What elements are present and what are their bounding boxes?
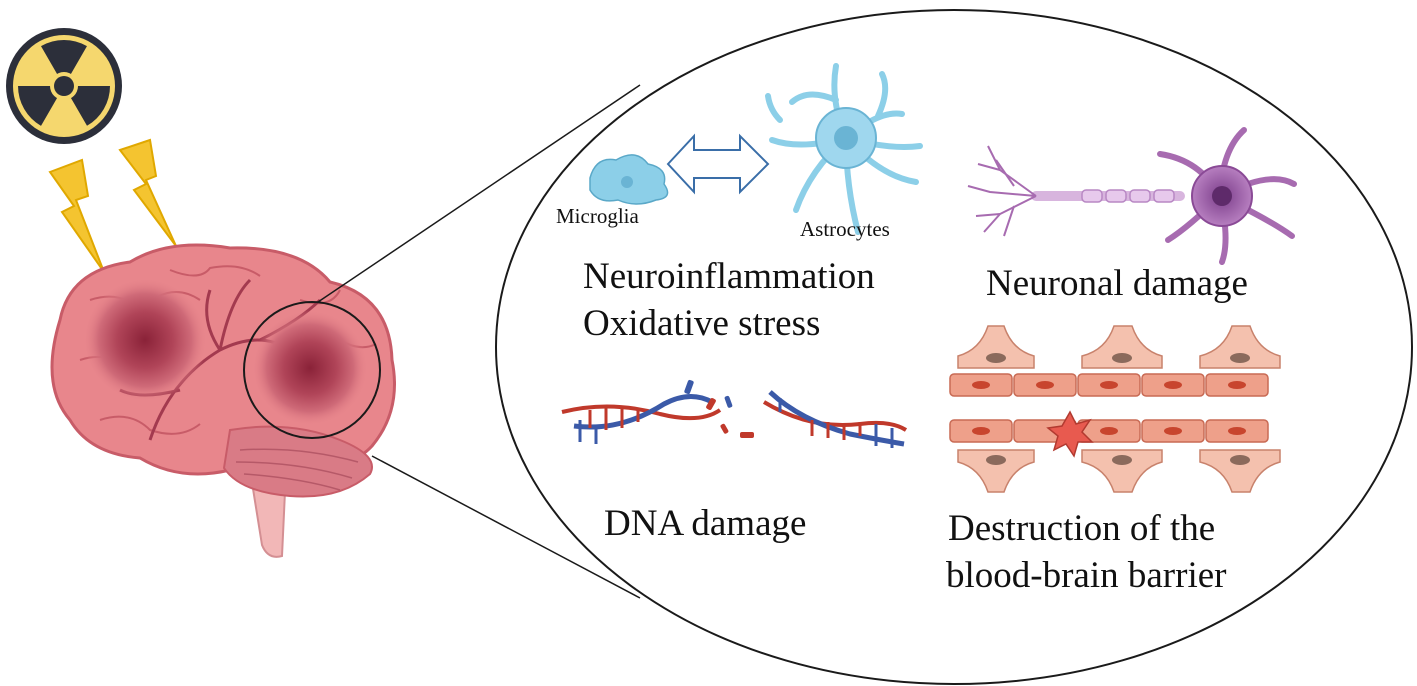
bbb-label-line1: Destruction of the (948, 508, 1216, 549)
oxidative-stress-label: Oxidative stress (583, 303, 821, 344)
astrocytes-label: Astrocytes (800, 217, 890, 241)
double-arrow-icon (666, 133, 770, 195)
zoom-circle (243, 301, 381, 439)
zoom-line-top (317, 84, 641, 303)
blood-brain-barrier-icon (949, 325, 1281, 493)
bbb-label-line2: blood-brain barrier (946, 555, 1227, 596)
astrocyte-icon (765, 63, 923, 235)
zoom-line-bottom (371, 455, 641, 599)
radiation-icon (6, 28, 122, 144)
dna-icon (561, 379, 908, 448)
neuroinflammation-label: Neuroinflammation (583, 256, 875, 297)
microglia-icon (589, 154, 669, 205)
neuron-icon (967, 127, 1297, 265)
microglia-label: Microglia (556, 204, 639, 228)
brain-icon (50, 243, 396, 558)
lightning-icon (48, 138, 177, 273)
dna-damage-label: DNA damage (604, 503, 807, 544)
neuronal-damage-label: Neuronal damage (986, 263, 1248, 304)
rupture-star (1046, 410, 1094, 458)
